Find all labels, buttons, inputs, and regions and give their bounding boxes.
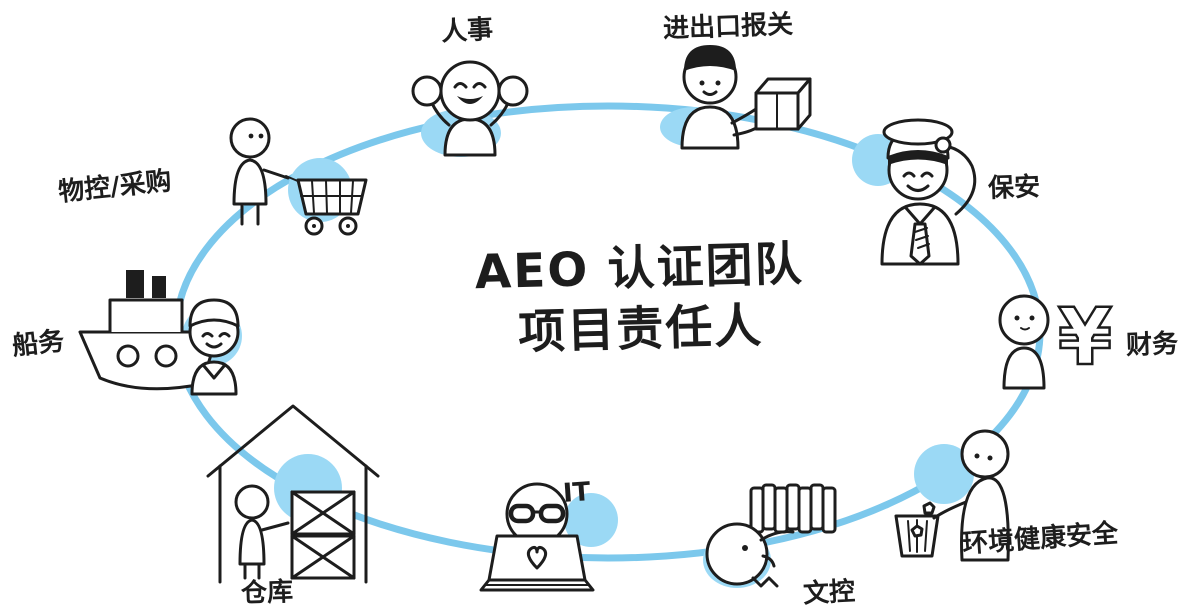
- role-label-security: 保安: [987, 172, 1041, 204]
- role-label-doc-control: 文控: [802, 576, 856, 610]
- person-holding-box-icon: [660, 45, 812, 150]
- warehouse-worker-icon: [206, 404, 380, 584]
- role-label-warehouse: 仓库: [240, 577, 294, 609]
- role-label-hr: 人事: [440, 14, 494, 48]
- person-with-yen-sign-icon: ¥: [998, 292, 1113, 390]
- person-with-files-icon: [703, 483, 837, 588]
- role-label-shipping: 船务: [10, 326, 66, 362]
- diagram-title-line1: AEO 认证团队: [474, 236, 805, 301]
- role-label-finance: 财务: [1125, 329, 1179, 361]
- saluting-guard-icon: [852, 118, 977, 266]
- cheering-person-icon: [411, 60, 529, 157]
- diagram-title: AEO 认证团队 项目责任人: [428, 233, 851, 366]
- role-label-customs: 进出口报关: [662, 9, 794, 45]
- ship-and-sailor-icon: [78, 270, 242, 396]
- diagram-title-line2: 项目责任人: [517, 298, 764, 361]
- person-with-laptop-icon: [479, 482, 618, 592]
- person-with-trash-bin-icon: [894, 429, 1010, 562]
- role-label-it: IT: [561, 477, 592, 509]
- yen-symbol: ¥: [1058, 293, 1112, 383]
- shopping-cart-person-icon: [229, 117, 368, 236]
